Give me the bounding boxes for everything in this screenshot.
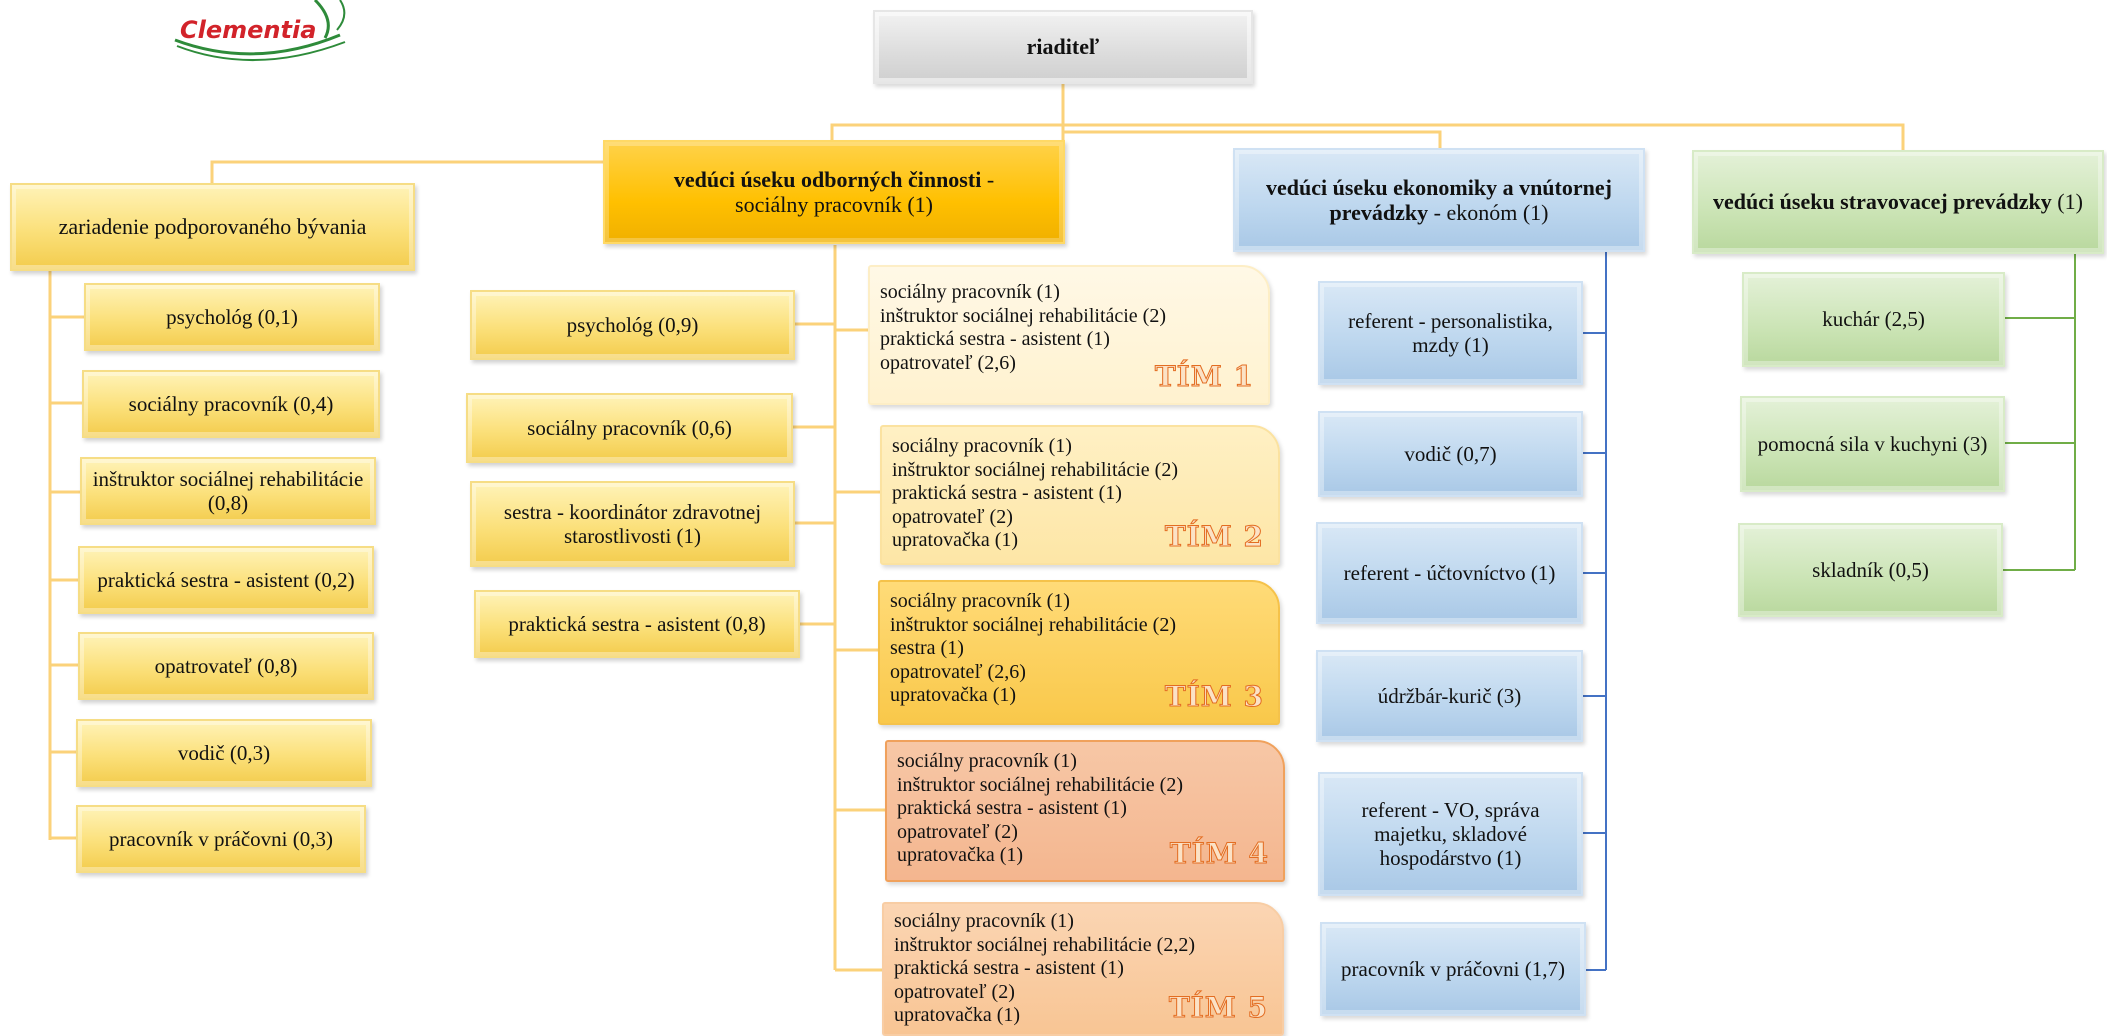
team-tag: TÍM 3 [1164, 679, 1264, 713]
team-line: inštruktor sociálnej rehabilitácie (2) [892, 458, 1179, 481]
item-label: praktická sestra - asistent (0,2) [97, 567, 355, 592]
team-box-2: sociálny pracovník (1) inštruktor sociál… [880, 425, 1280, 565]
catering-title-rest: (1) [2057, 189, 2083, 215]
professional-staff-item: psychológ (0,9) [470, 290, 795, 360]
catering-section-header: vedúci úseku stravovacej prevádzky (1) [1692, 150, 2104, 254]
team-line: opatrovateľ (2) [892, 505, 1013, 528]
team-line: opatrovateľ (2,6) [890, 660, 1026, 683]
team-line: opatrovateľ (2) [894, 980, 1015, 1003]
economics-title-rest: - ekonóm (1) [1433, 200, 1549, 225]
item-label: vodič (0,7) [1404, 441, 1497, 466]
team-line: praktická sestra - asistent (1) [894, 957, 1124, 980]
economics-item: referent - účtovníctvo (1) [1316, 522, 1583, 624]
team-box-5: sociálny pracovník (1) inštruktor sociál… [882, 902, 1284, 1036]
team-tag: TÍM 2 [1164, 519, 1264, 553]
team-line: upratovačka (1) [894, 1004, 1021, 1027]
item-label: sestra - koordinátor zdravotnej starostl… [503, 499, 762, 548]
professional-section-header: vedúci úseku odborných činnosti - sociál… [603, 140, 1065, 244]
item-label: vodič (0,3) [177, 740, 271, 765]
item-label: sociálny pracovník (0,6) [527, 415, 732, 440]
item-label: pomocná sila v kuchyni (3) [1757, 431, 1988, 456]
left-unit-item: psychológ (0,1) [84, 283, 380, 351]
director-box: riaditeľ [873, 10, 1253, 84]
clementia-logo [174, 0, 346, 61]
professional-staff-item: sestra - koordinátor zdravotnej starostl… [470, 481, 795, 567]
left-unit-item: pracovník v práčovni (0,3) [76, 805, 366, 873]
left-unit-item: inštruktor sociálnej rehabilitácie (0,8) [80, 457, 376, 525]
team-line: sociálny pracovník (1) [894, 910, 1074, 932]
team-line: praktická sestra - asistent (1) [880, 328, 1110, 351]
left-unit-item: opatrovateľ (0,8) [78, 632, 374, 700]
professional-title-bold: vedúci úseku odborných činnosti [673, 166, 982, 192]
team-tag: TÍM 5 [1168, 990, 1268, 1024]
director-title: riaditeľ [1026, 34, 1100, 60]
team-line: sestra (1) [890, 637, 964, 660]
professional-staff-item: praktická sestra - asistent (0,8) [474, 590, 800, 658]
left-unit-item: vodič (0,3) [76, 719, 372, 787]
item-label: inštruktor sociálnej rehabilitácie (0,8) [92, 466, 364, 515]
item-label: referent - personalistika, mzdy (1) [1348, 308, 1553, 357]
item-label: údržbár-kurič (3) [1377, 683, 1522, 708]
team-line: upratovačka (1) [897, 844, 1024, 867]
team-line: sociálny pracovník (1) [880, 281, 1060, 303]
left-unit-item: sociálny pracovník (0,4) [82, 370, 380, 438]
catering-item: kuchár (2,5) [1742, 272, 2005, 367]
economics-item: referent - personalistika, mzdy (1) [1318, 281, 1583, 385]
team-line: opatrovateľ (2,6) [880, 351, 1016, 374]
team-line: inštruktor sociálnej rehabilitácie (2) [897, 773, 1184, 796]
item-label: skladník (0,5) [1812, 557, 1929, 582]
left-unit-title: zariadenie podporovaného bývania [58, 214, 367, 240]
item-label: pracovník v práčovni (1,7) [1341, 956, 1565, 981]
item-label: praktická sestra - asistent (0,8) [508, 611, 766, 636]
team-line: praktická sestra - asistent (1) [892, 482, 1122, 505]
team-line: inštruktor sociálnej rehabilitácie (2) [880, 304, 1167, 327]
team-line: upratovačka (1) [892, 529, 1019, 552]
item-label: sociálny pracovník (0,4) [128, 391, 334, 416]
item-label: referent - VO, správa majetku, skladové … [1361, 797, 1540, 871]
team-box-3: sociálny pracovník (1) inštruktor sociál… [878, 580, 1280, 725]
item-label: opatrovateľ (0,8) [154, 653, 298, 678]
left-unit-item: praktická sestra - asistent (0,2) [78, 546, 374, 614]
item-label: psychológ (0,1) [166, 304, 298, 329]
item-label: referent - účtovníctvo (1) [1343, 560, 1556, 585]
team-line: upratovačka (1) [890, 684, 1017, 707]
catering-item: pomocná sila v kuchyni (3) [1740, 396, 2005, 492]
economics-item: referent - VO, správa majetku, skladové … [1318, 772, 1583, 896]
team-box-1: sociálny pracovník (1) inštruktor sociál… [868, 265, 1270, 405]
team-line: praktická sestra - asistent (1) [897, 797, 1127, 820]
item-label: pracovník v práčovni (0,3) [109, 826, 333, 851]
economics-item: údržbár-kurič (3) [1316, 650, 1583, 742]
catering-item: skladník (0,5) [1738, 523, 2003, 617]
economics-title-bold: vedúci úseku ekonomiky a vnútornej prevá… [1266, 174, 1612, 225]
item-label: psychológ (0,9) [566, 312, 699, 337]
team-line: sociálny pracovník (1) [892, 435, 1072, 457]
team-tag: TÍM 1 [1154, 359, 1254, 393]
left-unit-header: zariadenie podporovaného bývania [10, 183, 415, 271]
catering-title-bold: vedúci úseku stravovacej prevádzky [1713, 189, 2052, 215]
professional-title-rest: sociálny pracovník (1) [735, 192, 933, 217]
logo-text: Clementia [180, 16, 317, 44]
professional-staff-item: sociálny pracovník (0,6) [466, 393, 793, 463]
team-line: inštruktor sociálnej rehabilitácie (2,2) [894, 933, 1196, 956]
economics-item: vodič (0,7) [1318, 411, 1583, 497]
team-line: sociálny pracovník (1) [897, 750, 1077, 772]
team-line: inštruktor sociálnej rehabilitácie (2) [890, 613, 1177, 636]
team-line: sociálny pracovník (1) [890, 590, 1070, 612]
economics-item: pracovník v práčovni (1,7) [1320, 922, 1586, 1016]
team-tag: TÍM 4 [1169, 836, 1269, 870]
team-box-4: sociálny pracovník (1) inštruktor sociál… [885, 740, 1285, 882]
team-line: opatrovateľ (2) [897, 820, 1018, 843]
economics-section-header: vedúci úseku ekonomiky a vnútornej prevá… [1233, 148, 1645, 252]
item-label: kuchár (2,5) [1822, 307, 1925, 332]
